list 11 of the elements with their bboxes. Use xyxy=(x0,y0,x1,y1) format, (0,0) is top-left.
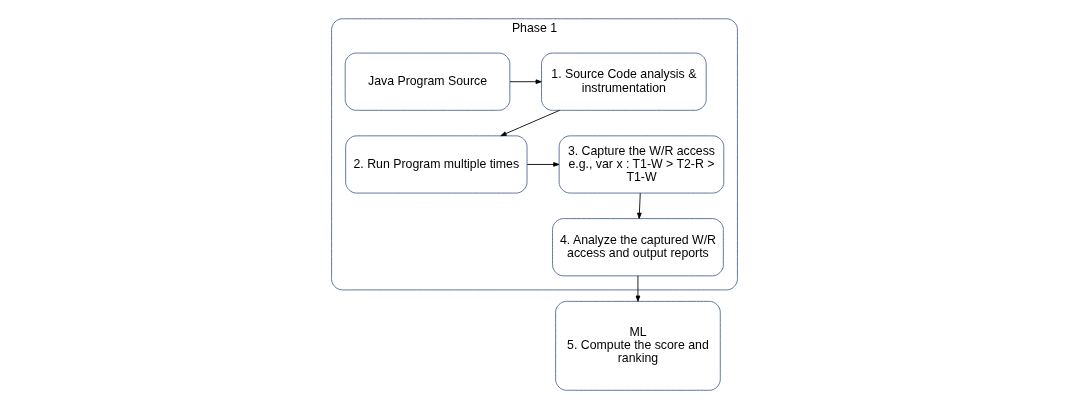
node-box: Java Program Source xyxy=(344,52,510,111)
node-box: 2. Run Program multiple times xyxy=(344,135,527,194)
arrow xyxy=(526,162,559,167)
node-box: 4. Analyze the captured W/R access and output reports xyxy=(551,218,724,277)
arrow xyxy=(509,79,542,84)
arrow xyxy=(636,192,642,219)
arrow xyxy=(499,109,560,137)
node-box: 3. Capture the W/R access e.g., var x : T1-W > T2-R > T1-W xyxy=(558,135,724,194)
node-box: ML 5. Compute the score and ranking xyxy=(554,300,721,391)
node-box: 1. Source Code analysis & instrumentation xyxy=(540,52,707,111)
arrow xyxy=(635,275,640,302)
